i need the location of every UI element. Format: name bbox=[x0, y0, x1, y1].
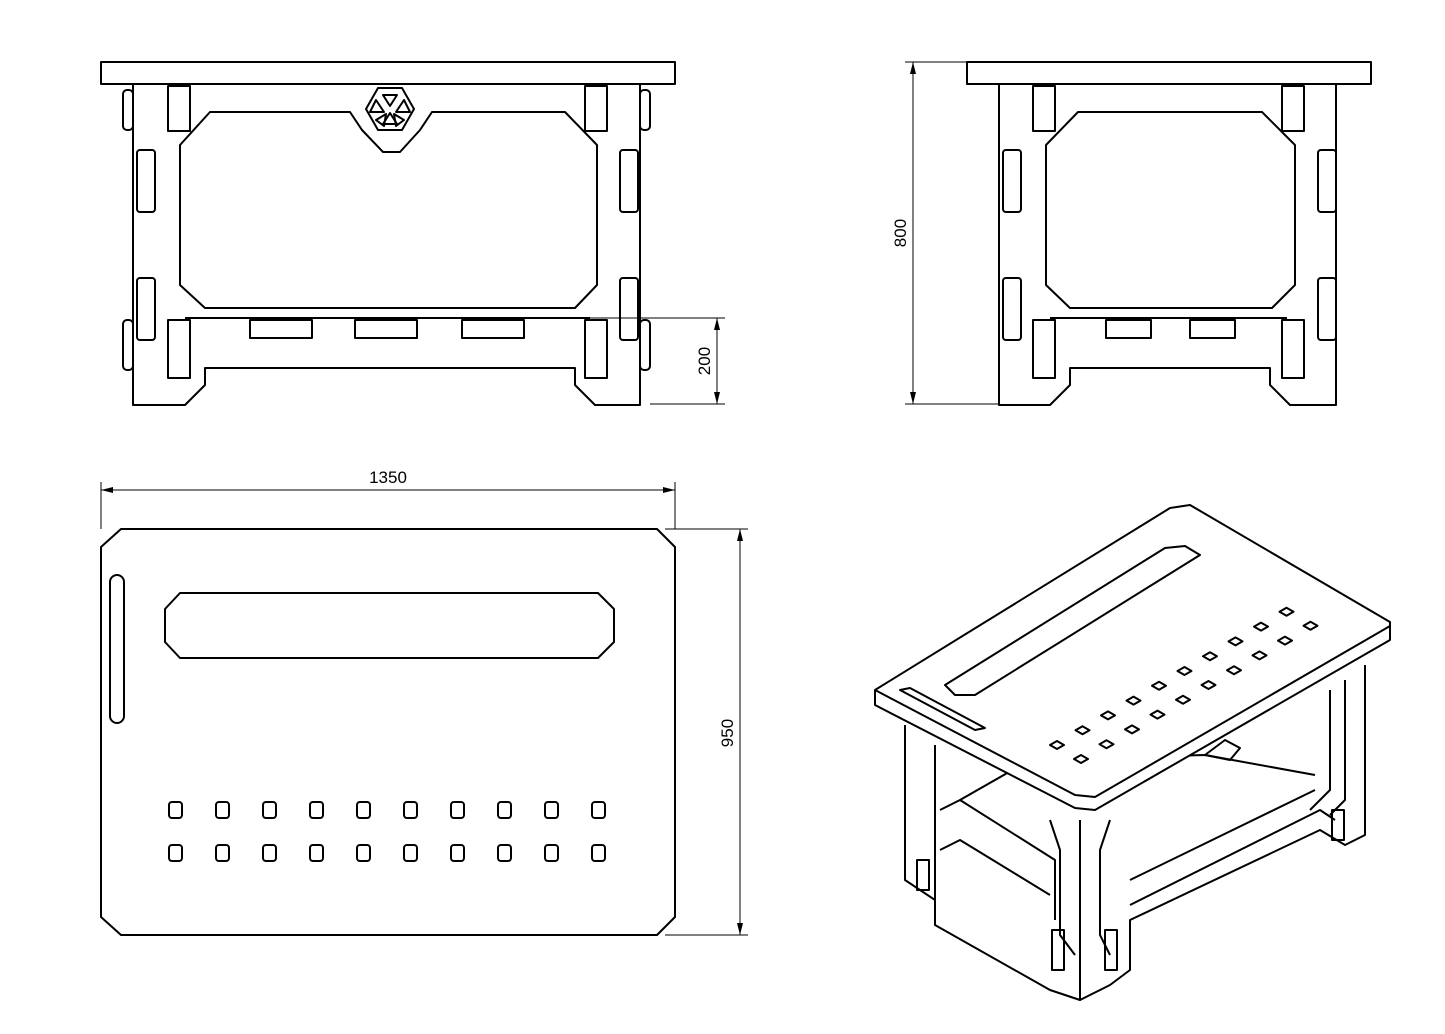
front-tabletop bbox=[100, 61, 676, 85]
hole bbox=[356, 801, 371, 819]
hole bbox=[497, 844, 512, 862]
hole bbox=[215, 844, 230, 862]
hexagon-emblem bbox=[365, 87, 415, 131]
hole bbox=[168, 801, 183, 819]
iso-frame bbox=[904, 665, 1366, 1001]
iso-handle-slot bbox=[899, 687, 986, 731]
iso-hole bbox=[1200, 680, 1217, 690]
side-frame bbox=[998, 83, 1337, 406]
dim-label-800: 800 bbox=[891, 219, 910, 247]
iso-top-plate bbox=[874, 504, 1391, 811]
hole bbox=[403, 844, 418, 862]
iso-hole bbox=[1226, 665, 1242, 676]
iso-hole bbox=[1277, 635, 1293, 646]
isometric-view bbox=[874, 504, 1391, 1001]
iso-long-slot bbox=[944, 545, 1201, 696]
front-opening bbox=[179, 111, 598, 309]
hole bbox=[403, 801, 418, 819]
front-frame bbox=[132, 83, 641, 406]
hole bbox=[309, 801, 324, 819]
iso-hole bbox=[1253, 621, 1269, 632]
dimension-height: 800 bbox=[891, 61, 999, 405]
iso-hole bbox=[1098, 739, 1115, 750]
dim-label-200: 200 bbox=[695, 347, 714, 375]
hole bbox=[544, 801, 559, 819]
side-view: 800 bbox=[891, 61, 1372, 406]
hole bbox=[262, 844, 277, 862]
dimension-rail-height: 200 bbox=[590, 317, 725, 405]
iso-hole bbox=[1278, 606, 1295, 617]
hole bbox=[591, 844, 606, 862]
top-plate bbox=[100, 528, 676, 936]
dim-label-950: 950 bbox=[718, 719, 737, 747]
side-opening bbox=[1045, 111, 1296, 309]
front-view: 200 bbox=[100, 61, 725, 406]
dim-label-1350: 1350 bbox=[369, 468, 407, 487]
handle-slot bbox=[109, 574, 125, 724]
iso-hole bbox=[1149, 709, 1166, 720]
hole bbox=[450, 844, 465, 862]
iso-hole-grid bbox=[1049, 606, 1319, 764]
iso-hole bbox=[1175, 694, 1191, 705]
top-view: 1350 950 bbox=[100, 468, 748, 936]
iso-hole bbox=[1176, 666, 1193, 676]
iso-hole bbox=[1251, 650, 1268, 661]
hole bbox=[309, 844, 324, 862]
side-tabletop bbox=[966, 61, 1372, 85]
dimension-width: 1350 bbox=[100, 468, 676, 529]
hole-grid bbox=[168, 801, 606, 862]
iso-hole bbox=[1049, 740, 1065, 750]
iso-hole bbox=[1125, 695, 1142, 706]
long-slot bbox=[164, 592, 615, 659]
front-slots bbox=[122, 85, 651, 379]
iso-hole bbox=[1074, 725, 1091, 736]
iso-hole bbox=[1100, 710, 1116, 721]
iso-hole bbox=[1302, 620, 1319, 631]
dimension-depth: 950 bbox=[665, 528, 748, 936]
hole bbox=[356, 844, 371, 862]
iso-hole bbox=[1073, 754, 1089, 764]
hole bbox=[497, 801, 512, 819]
iso-hole bbox=[1124, 724, 1140, 735]
hole bbox=[450, 801, 465, 819]
hole bbox=[262, 801, 277, 819]
hole bbox=[591, 801, 606, 819]
iso-hole bbox=[1151, 680, 1167, 691]
iso-hole bbox=[1227, 636, 1244, 647]
hole bbox=[168, 844, 183, 862]
hole bbox=[544, 844, 559, 862]
iso-hole bbox=[1202, 651, 1218, 662]
hole bbox=[215, 801, 230, 819]
